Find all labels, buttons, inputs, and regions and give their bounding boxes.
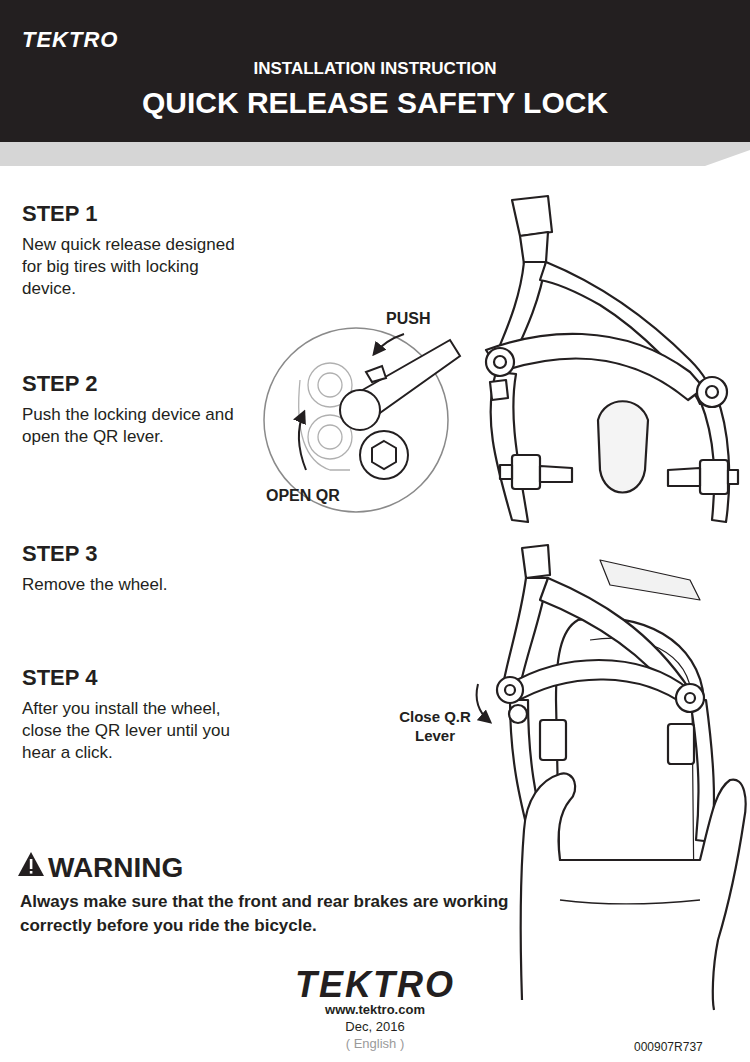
- document-code: 000907R737: [634, 1040, 703, 1055]
- callout-label: PUSH: [386, 309, 430, 329]
- header-band: [0, 0, 750, 166]
- callout-label: Close Q.R Lever: [388, 708, 482, 746]
- step-heading: STEP 3: [22, 540, 97, 568]
- subtitle: INSTALLATION INSTRUCTION: [0, 58, 750, 79]
- callout-label: OPEN QR: [266, 486, 340, 506]
- step-text: Remove the wheel.: [22, 574, 237, 596]
- date: Dec, 2016: [0, 1019, 750, 1035]
- brake-caliper-top: [486, 196, 738, 522]
- warning-text: Always make sure that the front and rear…: [20, 890, 520, 938]
- brand-logo: TEKTRO: [0, 962, 750, 1007]
- website: www.tektro.com: [0, 1002, 750, 1018]
- brake-caliper-wheel: [477, 545, 746, 1010]
- warning-heading: WARNING: [48, 850, 183, 885]
- step-text: New quick release designed for big tires…: [22, 234, 237, 300]
- inset-detail: [264, 328, 460, 512]
- title: QUICK RELEASE SAFETY LOCK: [0, 84, 750, 122]
- step-heading: STEP 2: [22, 370, 97, 398]
- step-text: After you install the wheel, close the Q…: [22, 698, 237, 764]
- step-heading: STEP 4: [22, 664, 97, 692]
- step-heading: STEP 1: [22, 200, 97, 228]
- warning-icon: [18, 852, 44, 876]
- brand-logo: TEKTRO: [22, 26, 118, 54]
- step-text: Push the locking device and open the QR …: [22, 404, 237, 448]
